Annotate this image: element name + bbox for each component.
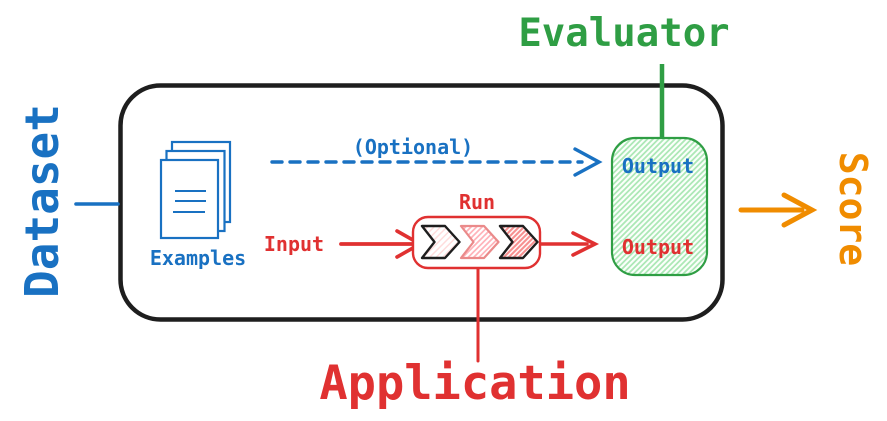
examples-label: Examples <box>149 246 247 270</box>
reference-output-label: Output <box>621 154 695 178</box>
run-steps-chevrons <box>420 224 539 260</box>
evaluator-label: Evaluator <box>518 11 730 56</box>
page-front <box>159 158 220 240</box>
score-arrow <box>738 192 818 228</box>
dataset-label: Dataset <box>15 104 69 298</box>
input-label: Input <box>263 232 325 256</box>
score-label: Score <box>831 151 875 267</box>
optional-label: (Optional) <box>352 135 474 159</box>
application-label: Application <box>319 356 631 411</box>
chevron-step-2 <box>459 224 500 260</box>
evaluator-output-box <box>610 136 709 277</box>
optional-dashed-arrow <box>270 147 603 177</box>
documents-stack-icon <box>159 140 232 240</box>
experiment-container-box <box>118 83 725 322</box>
run-output-label: Output <box>621 235 695 259</box>
chevron-step-3 <box>498 224 539 260</box>
run-label: Run <box>458 190 496 214</box>
run-output-arrow <box>539 231 600 257</box>
chevron-step-1 <box>420 224 461 260</box>
